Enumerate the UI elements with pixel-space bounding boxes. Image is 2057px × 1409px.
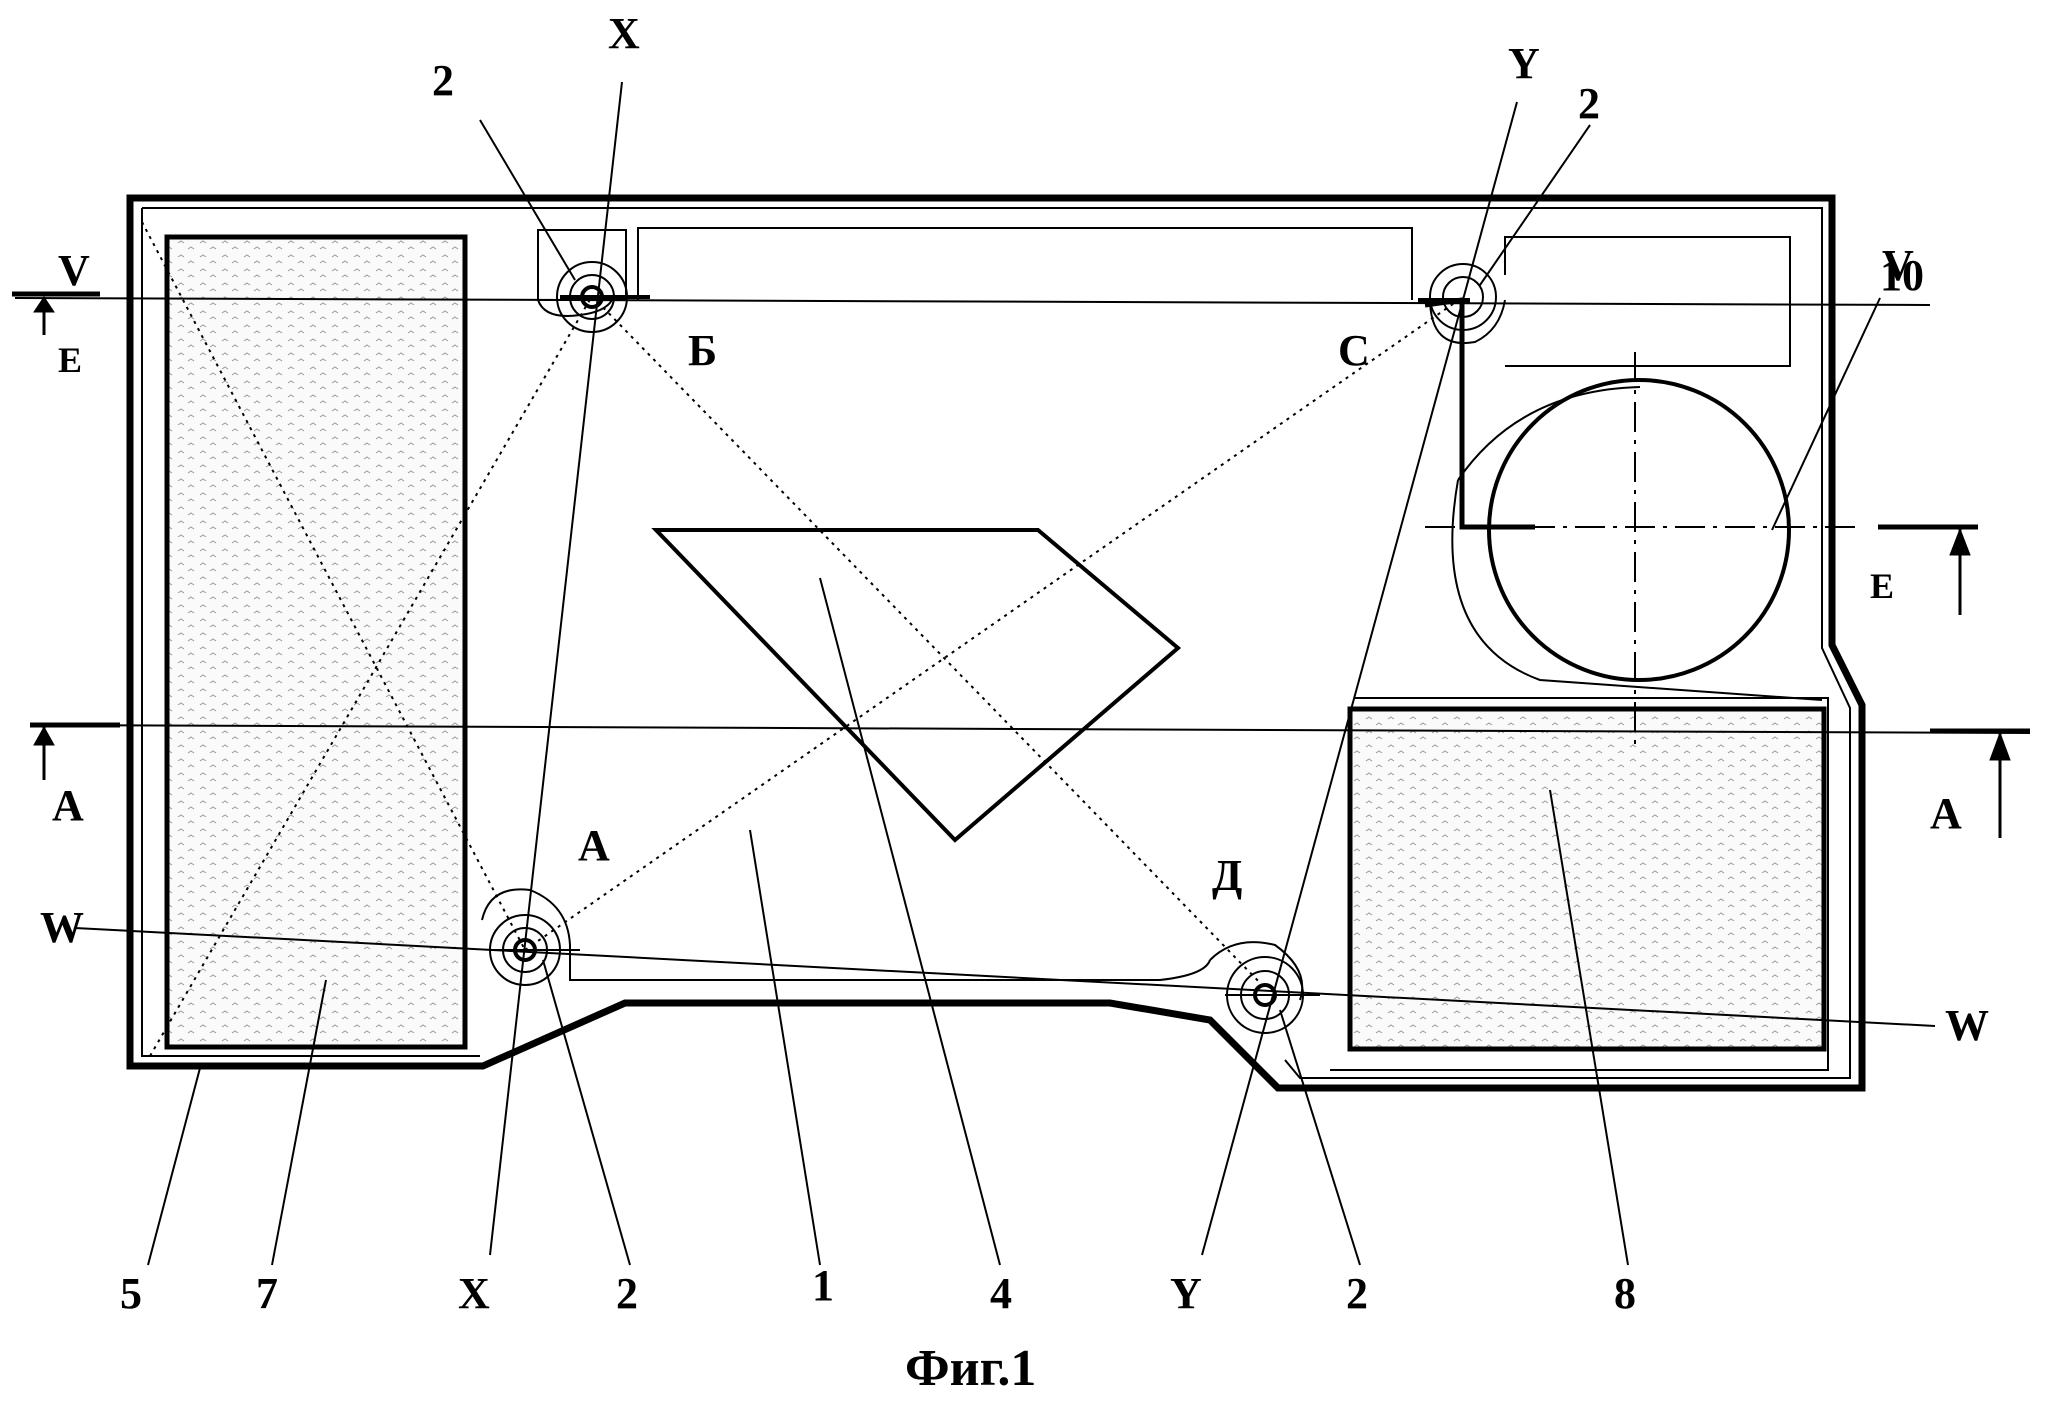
label-E-left: E	[58, 340, 82, 380]
diag-A-C	[525, 297, 1463, 950]
point-label-D: Д	[1212, 851, 1242, 900]
callout-2-top-right: 2	[1578, 79, 1600, 128]
label-V-left: V	[58, 246, 90, 295]
point-label-C: С	[1338, 326, 1370, 375]
channel-line	[570, 945, 1210, 980]
label-X-top: X	[608, 9, 640, 58]
circle-10-housing	[1452, 387, 1822, 700]
bolt-2-top-left	[538, 262, 650, 332]
circle-10	[1489, 380, 1789, 680]
section-Y-line	[1202, 102, 1517, 1255]
figure-caption: Фиг.1	[905, 1340, 1036, 1397]
label-Y-bottom: Y	[1170, 1269, 1202, 1318]
diag-B-D	[592, 296, 1265, 988]
callout-1: 1	[812, 1261, 834, 1310]
label-W-right: W	[1945, 1001, 1989, 1050]
callout-8: 8	[1614, 1269, 1636, 1318]
top-recess-right	[1505, 237, 1790, 366]
bolt-2-bottom-left	[482, 889, 580, 985]
label-E-right: E	[1870, 566, 1894, 606]
callout-5: 5	[120, 1269, 142, 1318]
callout-2-bottom-right: 2	[1346, 1269, 1368, 1318]
top-recess-main	[638, 228, 1412, 300]
label-A-left: A	[52, 781, 84, 830]
panel-7	[167, 237, 465, 1047]
callout-10: 10	[1880, 251, 1924, 300]
point-label-A: А	[578, 821, 610, 870]
bolt-2-bottom-right	[1210, 942, 1320, 1033]
point-label-B: Б	[688, 326, 717, 375]
callout-4: 4	[990, 1269, 1012, 1318]
label-A-right: A	[1930, 789, 1962, 838]
callout-7: 7	[256, 1269, 278, 1318]
label-W-left: W	[40, 903, 84, 952]
element-4	[656, 530, 1178, 840]
callout-2-bottom-left: 2	[616, 1269, 638, 1318]
section-X-line	[490, 82, 622, 1255]
callout-2-top-left: 2	[432, 56, 454, 105]
label-Y-top: Y	[1508, 39, 1540, 88]
label-X-bottom: X	[458, 1269, 490, 1318]
